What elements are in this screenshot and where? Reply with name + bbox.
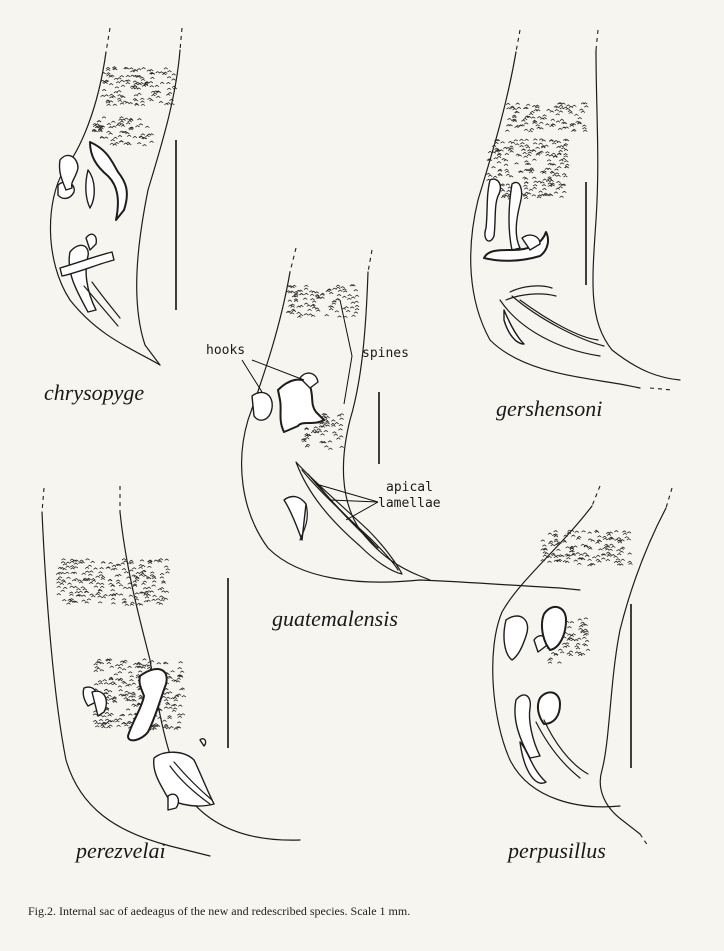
spine-band	[505, 102, 589, 133]
label-hooks: hooks	[206, 343, 246, 358]
spine-band	[540, 529, 633, 567]
sac-perpusillus	[492, 485, 673, 847]
spine-band	[285, 284, 360, 318]
species-label-chrysopyge: chrysopyge	[44, 380, 145, 405]
sac-guatemalensis	[241, 247, 581, 591]
spine-band	[100, 66, 178, 106]
spine-band	[91, 116, 154, 147]
figure-caption: Fig.2. Internal sac of aedeagus of the n…	[28, 904, 411, 918]
spine-band	[92, 658, 187, 731]
sac-perezvelai	[41, 486, 301, 857]
label-apical: apical	[386, 480, 433, 495]
species-label-perpusillus: perpusillus	[508, 838, 606, 863]
species-label-gershensoni: gershensoni	[496, 396, 603, 421]
leader-lines	[241, 299, 379, 521]
label-spines: spines	[362, 346, 409, 361]
spine-band	[55, 558, 171, 606]
sac-chrysopyge	[49, 27, 183, 366]
spine-band	[300, 412, 345, 450]
sac-gershensoni	[470, 29, 681, 391]
species-label-perezvelai: perezvelai	[76, 838, 166, 863]
species-label-guatemalensis: guatemalensis	[272, 606, 398, 631]
label-lamellae: lamellae	[378, 496, 441, 511]
spine-band	[486, 138, 570, 200]
